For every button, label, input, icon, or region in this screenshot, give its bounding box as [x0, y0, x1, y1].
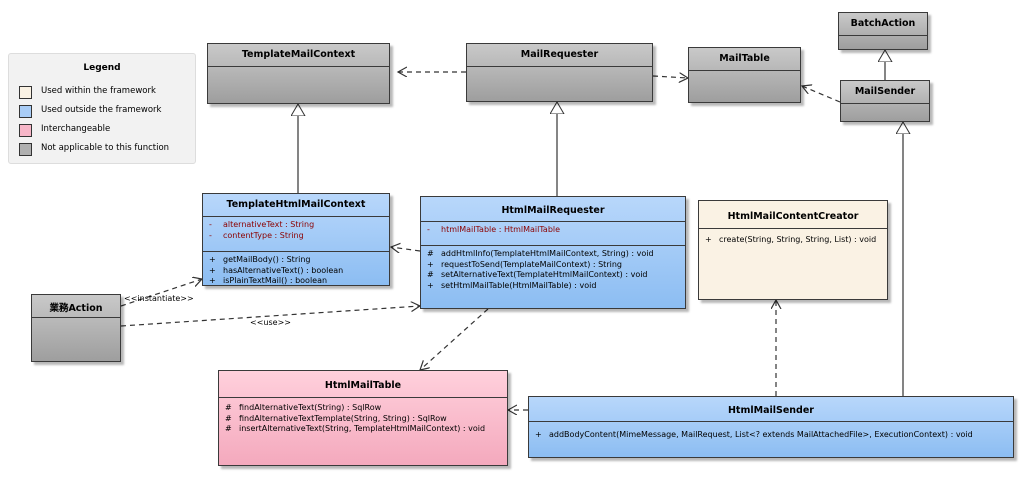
class-name: HtmlMailRequester: [501, 205, 605, 216]
operation-row: +hasAlternativeText() : boolean: [209, 265, 344, 275]
class-name: TemplateHtmlMailContext: [226, 199, 366, 210]
class-name: TemplateMailContext: [241, 49, 356, 60]
class-body: [841, 103, 929, 126]
operations-section: +addBodyContent(MimeMessage, MailRequest…: [529, 421, 1013, 441]
dependency-mail-sender-to-mail-table: [802, 86, 841, 103]
class-body: [689, 70, 800, 109]
legend-swatch-cream: [19, 86, 32, 99]
operations-section: +create(String, String, String, List) : …: [699, 228, 887, 246]
class-name: BatchAction: [850, 18, 916, 29]
operation-row: +isPlainTextMail() : boolean: [209, 276, 328, 285]
class-body: [839, 35, 927, 54]
legend-label: Not applicable to this function: [41, 143, 170, 153]
operation-row: +addBodyContent(MimeMessage, MailRequest…: [535, 430, 973, 439]
operations-section: +getMailBody() : String +hasAlternativeT…: [203, 251, 389, 287]
legend-item-within-framework: Used within the framework: [19, 84, 189, 101]
class-name: HtmlMailContentCreator: [727, 211, 859, 222]
class-body: [208, 66, 389, 110]
operation-row: +getMailBody() : String: [209, 255, 311, 264]
operations-section: #findAlternativeText(String) : SqlRow #f…: [219, 397, 507, 435]
class-html-mail-sender[interactable]: HtmlMailSender +addBodyContent(MimeMessa…: [528, 396, 1014, 458]
class-mail-sender[interactable]: MailSender: [840, 80, 930, 122]
operation-row: #findAlternativeTextTemplate(String, Str…: [225, 413, 447, 423]
class-html-mail-requester[interactable]: HtmlMailRequester -htmlMailTable : HtmlM…: [420, 196, 686, 309]
class-html-mail-table[interactable]: HtmlMailTable #findAlternativeText(Strin…: [218, 370, 508, 466]
class-name: HtmlMailTable: [324, 380, 402, 391]
dependency-html-requester-to-template-html-context: [391, 247, 421, 251]
class-mail-requester[interactable]: MailRequester: [466, 43, 653, 102]
legend-item-outside-framework: Used outside the framework: [19, 103, 189, 120]
class-batch-action[interactable]: BatchAction: [838, 12, 928, 50]
operations-section: #addHtmlInfo(TemplateHtmlMailContext, St…: [421, 245, 685, 291]
legend-title: Legend: [83, 63, 121, 73]
legend-label: Interchangeable: [41, 124, 111, 134]
class-name: 業務Action: [49, 303, 103, 314]
legend-label: Used within the framework: [41, 86, 156, 96]
class-body: [467, 66, 652, 108]
operation-row: +create(String, String, String, List) : …: [705, 235, 877, 244]
legend-swatch-blue: [19, 105, 32, 118]
dependency-requester-to-mail-table: [652, 76, 688, 78]
class-name: MailSender: [854, 86, 916, 97]
legend-item-interchangeable: Interchangeable: [19, 122, 189, 139]
class-name: MailRequester: [520, 49, 599, 60]
legend-label: Used outside the framework: [41, 105, 162, 115]
operation-row: #insertAlternativeText(String, TemplateH…: [225, 424, 486, 433]
operation-row: #setAlternativeText(TemplateHtmlMailCont…: [427, 270, 648, 279]
attribute-row: -htmlMailTable : HtmlMailTable: [427, 225, 561, 234]
class-body: [32, 317, 120, 366]
legend-swatch-pink: [19, 124, 32, 137]
dependency-action-use: [120, 306, 420, 327]
attribute-row: -alternativeText : String: [209, 220, 315, 229]
attributes-section: -alternativeText : String -contentType :…: [203, 216, 389, 251]
edge-label-use: <<use>>: [250, 318, 291, 327]
class-name: MailTable: [719, 53, 770, 64]
dependency-html-requester-to-html-table: [420, 308, 489, 370]
operation-row: +requestToSend(TemplateMailContext) : St…: [427, 259, 622, 269]
class-template-mail-context[interactable]: TemplateMailContext: [207, 43, 390, 104]
attributes-section: -htmlMailTable : HtmlMailTable: [421, 221, 685, 245]
class-gyomu-action[interactable]: 業務Action: [31, 294, 121, 362]
operation-row: +setHtmlMailTable(HtmlMailTable) : void: [427, 280, 597, 290]
legend-item-not-applicable: Not applicable to this function: [19, 141, 189, 158]
edge-label-instantiate: <<instantiate>>: [124, 294, 194, 303]
class-mail-table[interactable]: MailTable: [688, 47, 801, 103]
legend-swatch-gray: [19, 143, 32, 156]
attribute-row: -contentType : String: [209, 230, 304, 240]
class-name: HtmlMailSender: [727, 405, 814, 416]
operation-row: #addHtmlInfo(TemplateHtmlMailContext, St…: [427, 249, 654, 258]
legend-panel: Legend Used within the framework Used ou…: [8, 53, 196, 164]
class-template-html-mail-context[interactable]: TemplateHtmlMailContext -alternativeText…: [202, 193, 390, 286]
operation-row: #findAlternativeText(String) : SqlRow: [225, 403, 382, 412]
class-html-mail-content-creator[interactable]: HtmlMailContentCreator +create(String, S…: [698, 200, 888, 300]
